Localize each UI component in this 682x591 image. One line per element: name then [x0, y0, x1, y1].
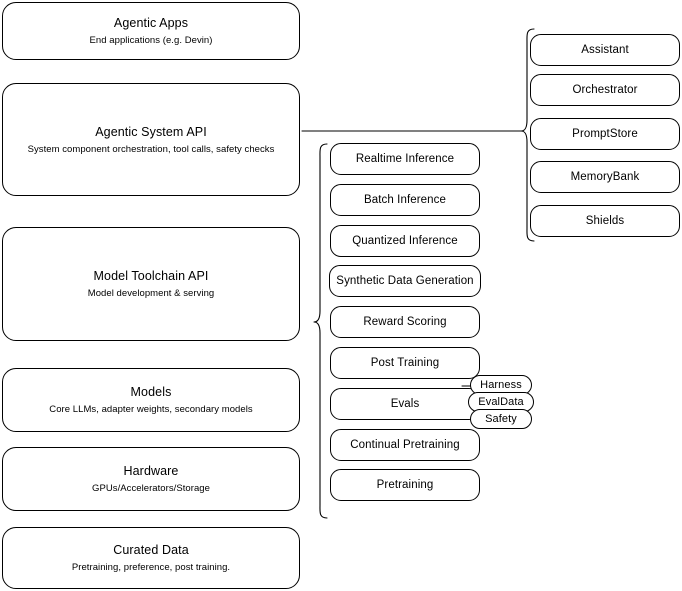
- component-label: Batch Inference: [363, 193, 447, 206]
- component-label: Evals: [390, 397, 420, 410]
- layer-title: Model Toolchain API: [93, 269, 209, 283]
- component-label: Quantized Inference: [352, 234, 458, 247]
- component-pretraining[interactable]: Pretraining: [330, 469, 480, 501]
- component-realtime-inference[interactable]: Realtime Inference: [330, 143, 480, 175]
- component-label: Continual Pretraining: [350, 438, 460, 451]
- component-quantized-inference[interactable]: Quantized Inference: [330, 225, 480, 257]
- layer-subtitle: Model development & serving: [87, 288, 215, 299]
- badge-label: Harness: [480, 378, 522, 391]
- component-label: Assistant: [581, 43, 629, 56]
- component-label: Realtime Inference: [355, 152, 455, 165]
- badge-harness[interactable]: Harness: [470, 375, 532, 395]
- layer-title: Models: [130, 385, 172, 399]
- layer-curated-data[interactable]: Curated Data Pretraining, preference, po…: [2, 527, 300, 589]
- layer-title: Agentic Apps: [113, 16, 189, 30]
- layer-title: Hardware: [123, 464, 179, 478]
- component-label: PromptStore: [572, 127, 638, 140]
- layer-agentic-apps[interactable]: Agentic Apps End applications (e.g. Devi…: [2, 2, 300, 60]
- component-label: Shields: [585, 214, 625, 227]
- component-synthetic-data-generation[interactable]: Synthetic Data Generation: [329, 265, 481, 297]
- component-orchestrator[interactable]: Orchestrator: [530, 74, 680, 106]
- component-memorybank[interactable]: MemoryBank: [530, 161, 680, 193]
- layer-subtitle: Core LLMs, adapter weights, secondary mo…: [49, 404, 253, 415]
- component-label: Pretraining: [376, 478, 434, 491]
- layer-title: Agentic System API: [95, 124, 207, 139]
- badge-safety[interactable]: Safety: [470, 409, 532, 429]
- layer-agentic-system-api[interactable]: Agentic System API System component orch…: [2, 83, 300, 196]
- layer-hardware[interactable]: Hardware GPUs/Accelerators/Storage: [2, 447, 300, 511]
- component-label: Reward Scoring: [363, 315, 447, 328]
- component-label: Synthetic Data Generation: [336, 274, 474, 287]
- badge-evaldata[interactable]: EvalData: [468, 392, 534, 412]
- layer-title: Curated Data: [113, 543, 189, 557]
- brace-model-toolchain: [313, 143, 328, 519]
- component-post-training[interactable]: Post Training: [330, 347, 480, 379]
- component-label: Post Training: [370, 356, 440, 369]
- layer-model-toolchain-api[interactable]: Model Toolchain API Model development & …: [2, 227, 300, 341]
- component-label: Orchestrator: [572, 83, 638, 96]
- badge-label: EvalData: [478, 395, 524, 408]
- component-shields[interactable]: Shields: [530, 205, 680, 237]
- badge-label: Safety: [485, 412, 517, 425]
- layer-subtitle: GPUs/Accelerators/Storage: [92, 483, 210, 494]
- component-label: MemoryBank: [570, 170, 640, 183]
- layer-subtitle: System component orchestration, tool cal…: [27, 143, 275, 155]
- component-batch-inference[interactable]: Batch Inference: [330, 184, 480, 216]
- component-promptstore[interactable]: PromptStore: [530, 118, 680, 150]
- layer-subtitle: Pretraining, preference, post training.: [71, 562, 231, 573]
- layer-models[interactable]: Models Core LLMs, adapter weights, secon…: [2, 368, 300, 432]
- component-reward-scoring[interactable]: Reward Scoring: [330, 306, 480, 338]
- component-assistant[interactable]: Assistant: [530, 34, 680, 66]
- layer-subtitle: End applications (e.g. Devin): [89, 35, 213, 46]
- component-evals[interactable]: Evals: [330, 388, 480, 420]
- component-continual-pretraining[interactable]: Continual Pretraining: [330, 429, 480, 461]
